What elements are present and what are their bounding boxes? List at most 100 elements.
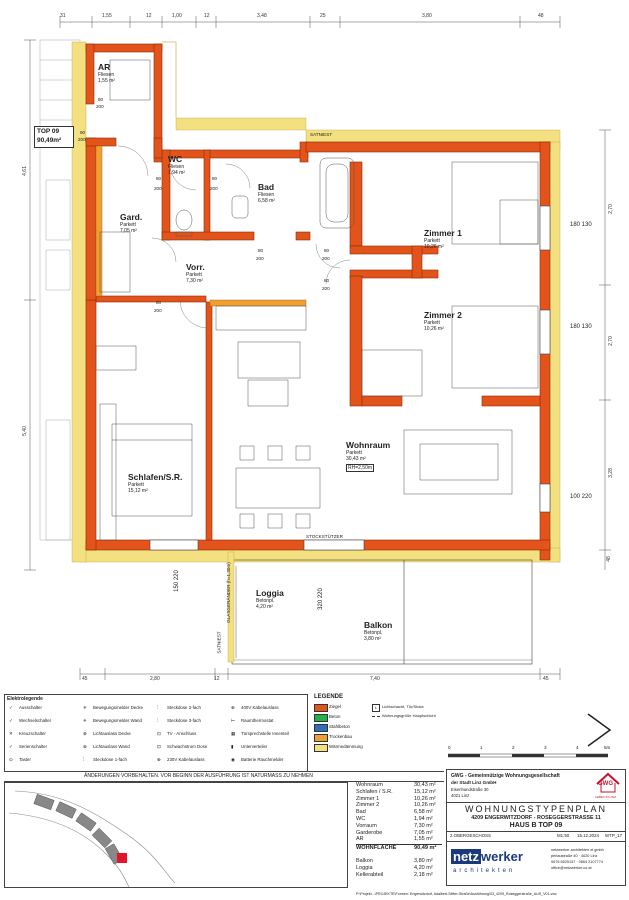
area-row-label: WC <box>356 816 366 822</box>
legend-dash-line <box>372 716 380 719</box>
electro-legend-item: Lichtauslass Decke <box>93 731 131 736</box>
scale-tick: 5m <box>604 745 611 750</box>
sat-label: SATNIEST <box>310 132 333 137</box>
title-date: 15.12.2024 <box>577 833 599 838</box>
door-swings <box>117 145 351 329</box>
electro-symbol-icon: ⫶ <box>157 705 159 710</box>
electro-legend-item: Steckdose 2-fach <box>167 705 201 710</box>
title-meta-row: 2.OBERGESCHOSS M1:50 15.12.2024 WTP_17 <box>446 831 626 842</box>
insulation-band <box>71 41 561 563</box>
material-swatch <box>314 704 328 712</box>
room-name: Wohnraum <box>346 440 391 450</box>
electro-symbol-icon: ✳ <box>83 718 87 723</box>
room-floor: Betonpl. <box>364 630 383 636</box>
room-floor: Fliesen <box>98 72 115 78</box>
room-floor: Fliesen <box>168 164 185 170</box>
material-legend-item: Stahlbeton <box>329 724 350 729</box>
outdoor-row-value: 3,80 m² <box>414 858 433 864</box>
electro-symbol-icon: ▦ <box>231 731 236 736</box>
client-line2: der Stadt Linz GmbH <box>451 780 497 785</box>
room-area: 10,26 m² <box>424 326 444 332</box>
electro-symbol-icon: ✓ <box>9 744 13 749</box>
area-row-label: Vorraum <box>356 822 377 829</box>
dim-bottom-3: 7,40 <box>370 676 380 682</box>
material-legend-item: Trockenbau <box>329 734 353 739</box>
area-total-divider <box>356 844 442 845</box>
scale-tick: 0 <box>448 745 451 750</box>
room-name: Zimmer 2 <box>424 310 462 320</box>
logo-part-a: netz <box>451 849 481 864</box>
area-row-value: 30,43 m² <box>414 782 436 788</box>
dim-right-3: 48 <box>605 556 612 562</box>
electro-symbol-icon: ◉ <box>231 757 235 762</box>
electro-legend-item: Raumthermostat <box>241 718 274 723</box>
dim-top-8: 48 <box>538 13 544 19</box>
material-legend-title: LEGENDE <box>314 694 344 700</box>
door-label-h: 200 <box>78 137 86 142</box>
scale-bar <box>448 752 608 758</box>
dim-top-4: 12 <box>204 13 210 19</box>
footer-file-path: P:\Projekt...\PROJEKTE\Formen: Engerwitz… <box>356 892 557 896</box>
window-label: 320 220 <box>317 588 324 610</box>
electro-legend-item: Ausschalter <box>19 705 42 710</box>
window-label: 100 220 <box>570 494 592 500</box>
electro-symbol-icon: ⊗ <box>83 744 87 749</box>
room-floor: Parkett <box>186 272 202 278</box>
area-row-label: Zimmer 1 <box>356 795 380 802</box>
door-label-h: 200 <box>96 104 104 109</box>
area-row-label: AR <box>356 836 364 843</box>
door-label-w: 80 <box>324 248 330 253</box>
dim-top-0: 31 <box>60 13 66 19</box>
outdoor-row-label: Balkon <box>356 858 373 864</box>
gwg-house-icon <box>596 772 620 793</box>
architect-line4: office@netzwerker.co.at <box>551 866 592 870</box>
electro-legend-item: Kreuzschalter <box>19 731 46 736</box>
electro-symbol-icon: ✕ <box>9 731 13 736</box>
area-row-value: 6,58 m² <box>414 809 433 816</box>
area-row-value: 15,12 m² <box>414 788 436 795</box>
loggia-balkon <box>231 559 533 665</box>
door-label-w: 80 <box>156 176 162 181</box>
logo-part-b: werker <box>481 849 523 864</box>
room-floor: Parkett <box>128 482 144 488</box>
title-scale: M1:50 <box>557 833 570 838</box>
electro-legend-item: Türsprechstelle Innenteil <box>241 731 289 736</box>
electro-legend-item: 400V Kabelauslass <box>241 705 279 710</box>
electro-symbol-icon: ⊗ <box>83 731 87 736</box>
architect-line2: perlaustraße 40 · 4020 Linz <box>551 854 598 858</box>
electro-symbol-icon: ✳ <box>83 705 87 710</box>
room-floor: Betonpl. <box>256 598 275 604</box>
unit-tag: TOP 09 90,49m² <box>34 126 74 148</box>
room-name: Balkon <box>364 620 393 630</box>
electro-symbol-icon: ⊡ <box>157 744 161 749</box>
unit-tag-area: 90,49m² <box>37 137 62 144</box>
area-row-label: Wohnraum <box>356 782 383 788</box>
electro-legend-item: Steckdose 1-fach <box>93 757 127 762</box>
room-floor: Parkett <box>424 320 440 326</box>
door-label-h: 200 <box>322 256 330 261</box>
area-row-label: Bad <box>356 809 366 816</box>
room-area: 6,58 m² <box>258 198 275 204</box>
title-floor: 2.OBERGESCHOSS <box>450 833 491 838</box>
room-name: Vorr. <box>186 262 205 272</box>
balkon-insulation <box>227 551 235 663</box>
electro-legend-item: Taster <box>19 757 31 762</box>
room-floor: Fliesen <box>258 192 275 198</box>
client-line3: Eisenhandstraße 30 <box>451 787 489 792</box>
sat2-label: SATNIEST <box>216 631 222 654</box>
room-name: Zimmer 1 <box>424 228 462 238</box>
material-legend-item: Ziegel <box>329 704 341 709</box>
scale-tick: 3 <box>544 745 547 750</box>
room-area: 4,20 m² <box>256 604 273 610</box>
outdoor-row-value: 2,18 m² <box>414 872 433 878</box>
electro-symbol-icon: ⊙ <box>9 757 13 762</box>
room-area: 15,12 m² <box>128 488 148 494</box>
room-name: Loggia <box>256 588 284 598</box>
stockstuetzer-label: STOCKSTÜTZER <box>306 534 343 539</box>
dim-bottom-2: 12 <box>214 676 220 682</box>
scale-tick: 2 <box>512 745 515 750</box>
electro-symbol-icon: ✓ <box>9 705 13 710</box>
room-area: 10,26 m² <box>424 244 444 250</box>
